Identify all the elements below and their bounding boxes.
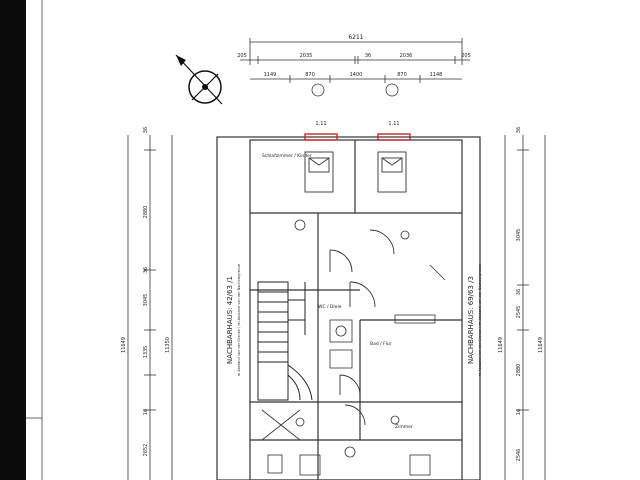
- dim-left-mid: 11350: [165, 337, 171, 353]
- window-right: [377, 133, 411, 141]
- window-left: [304, 133, 338, 141]
- dim-top-total: 6211: [348, 34, 363, 41]
- dim-right-inner-1: 3045: [516, 229, 522, 242]
- dim-left-inner-5: 16: [143, 409, 149, 415]
- dim-top-row2-0: 205: [237, 53, 247, 59]
- left-dimension-chain: [127, 135, 173, 480]
- room-top-label: Schlafzimmer / Kinder: [262, 153, 312, 159]
- dim-top-row3-3: 870: [397, 72, 407, 78]
- room-mid-label: WC / Diele: [318, 304, 342, 310]
- dim-right-outer: 11649: [498, 337, 504, 353]
- dim-right-inner-5: 16: [516, 409, 522, 415]
- dim-top-row2-2: 36: [365, 53, 371, 59]
- dim-right-inner-0: 36: [516, 127, 522, 133]
- dim-right-inner-6: 2546: [516, 449, 522, 462]
- skylight-left: [304, 151, 334, 193]
- window-right-label: 1.11: [388, 121, 399, 127]
- dim-left-inner-6: 2652: [143, 444, 149, 457]
- door-swings: [329, 229, 395, 426]
- dim-top-row3-2: 1400: [350, 72, 363, 78]
- dim-right-inner-3: 2545: [516, 306, 522, 319]
- dim-left-inner-4: 1335: [143, 346, 149, 359]
- neighbor-right-label: NACHBARHAUS: 69/63 /3: [467, 276, 475, 364]
- axis-marker: [311, 83, 325, 97]
- skylight-right: [377, 151, 407, 193]
- neighbor-left-sub: m Abstand von der Grenze / im Abstand vo…: [237, 264, 241, 376]
- dim-top-row3-4: 1148: [430, 72, 443, 78]
- dim-top-row2-3: 2036: [400, 53, 413, 59]
- fixtures: [261, 219, 446, 476]
- dim-left-inner-2: 36: [143, 267, 149, 273]
- north-arrow-icon: [175, 54, 223, 105]
- neighbor-right-sub: m Abstand von der Grenze / im Abstand vo…: [478, 264, 482, 376]
- dim-left-outer: 11649: [121, 337, 127, 353]
- dim-top-row2-4: 205: [461, 53, 471, 59]
- dim-top-row2-1: 2035: [300, 53, 313, 59]
- dim-right-inner-4: 2880: [516, 364, 522, 377]
- dim-left-inner-0: 36: [143, 127, 149, 133]
- dim-top-row3-1: 870: [305, 72, 315, 78]
- dim-right-inner-2: 36: [516, 289, 522, 295]
- dim-left-inner-1: 2880: [143, 206, 149, 219]
- staircase: [257, 281, 313, 401]
- building-walls: [216, 136, 481, 480]
- dim-right-outer2: 11649: [538, 337, 544, 353]
- left-black-bar: [0, 0, 26, 480]
- dim-top-row3-0: 1149: [264, 72, 277, 78]
- axis-marker: [385, 83, 399, 97]
- dim-left-inner-3: 3045: [143, 294, 149, 307]
- room-bottom-label: Zimmer: [395, 424, 413, 430]
- window-left-label: 1.11: [315, 121, 326, 127]
- room-right-label: Bad / Flur: [370, 341, 392, 347]
- neighbor-left-label: NACHBARHAUS: 42/63 /1: [226, 276, 234, 364]
- right-dimension-chain: [504, 135, 546, 480]
- top-dimension-chain: [240, 38, 470, 83]
